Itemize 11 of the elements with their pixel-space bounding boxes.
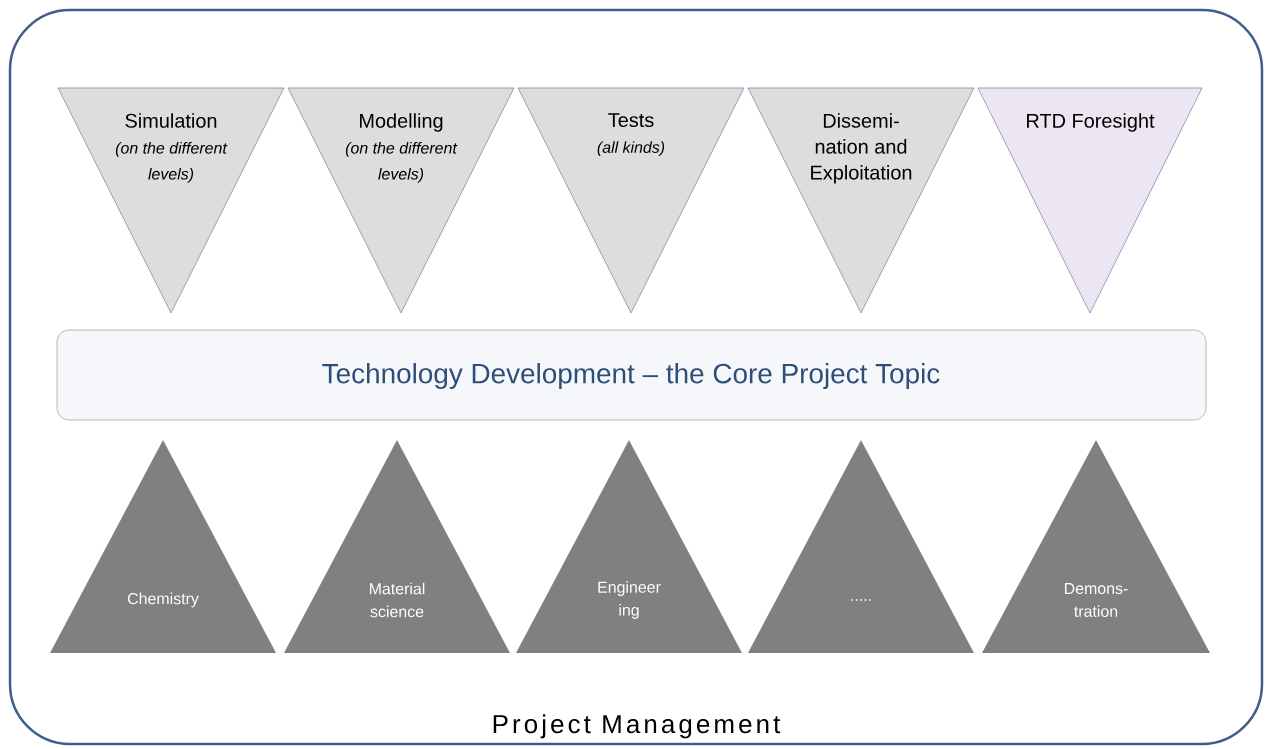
triangle: Engineer ing: [516, 440, 742, 653]
inverted-triangle: Dissemi- nation and Exploitation: [747, 87, 975, 314]
inverted-triangle: Modelling (on the different levels): [287, 87, 515, 314]
triangle: Material science: [284, 440, 510, 653]
inverted-triangle: RTD Foresight: [977, 87, 1203, 314]
triangle: Chemistry: [50, 440, 276, 653]
triangle: .....: [748, 440, 974, 653]
core-topic-bar: Technology Development – the Core Project Topic: [56, 329, 1207, 421]
triangle: Demons- tration: [982, 440, 1210, 653]
inverted-triangle: Tests (all kinds): [517, 87, 745, 314]
inverted-triangle: Simulation (on the different levels): [57, 87, 285, 314]
